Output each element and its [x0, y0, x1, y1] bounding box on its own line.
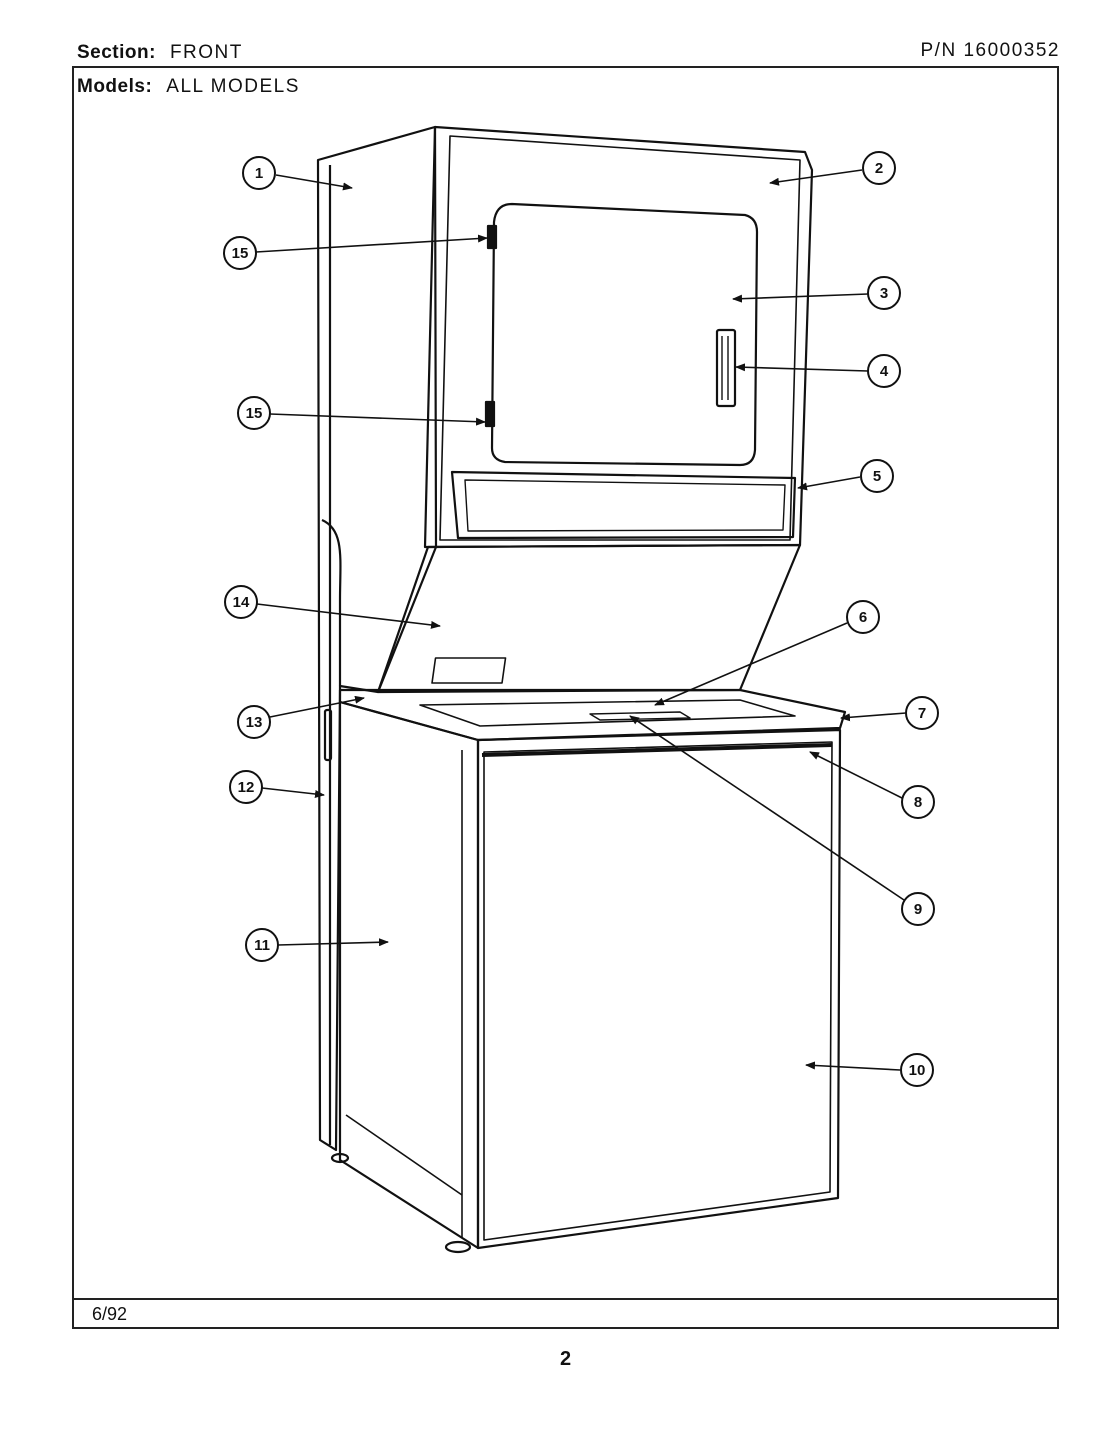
callout-label-3: 3	[880, 285, 888, 302]
callout-13: 13	[237, 695, 365, 739]
models-value: ALL MODELS	[166, 76, 300, 97]
models-label: Models:	[77, 76, 153, 97]
footer-rule	[72, 1298, 1059, 1300]
callout-label-15-upper: 15	[232, 245, 249, 262]
washer-base-edge	[345, 1114, 463, 1196]
washer-front-inner	[483, 741, 833, 1241]
callout-14: 14	[224, 585, 441, 629]
callout-15-lower: 15	[237, 396, 486, 430]
lid-recess	[589, 711, 691, 721]
section-label: Section:	[77, 42, 156, 63]
page-number: 2	[560, 1348, 572, 1370]
door-handle-grip	[721, 336, 729, 400]
door-hinge-upper	[486, 224, 498, 250]
callout-label-7: 7	[918, 705, 926, 722]
top-trim-strip	[481, 743, 833, 757]
dryer-front-inner	[439, 135, 801, 541]
callout-12: 12	[229, 770, 325, 804]
callout-label-5: 5	[873, 468, 881, 485]
callout-1: 1	[242, 156, 353, 191]
leveling-foot-front	[444, 1240, 472, 1254]
callout-label-4: 4	[880, 363, 889, 380]
callout-5: 5	[797, 459, 894, 493]
part-number: P/N 16000352	[920, 40, 1060, 61]
callout-4: 4	[735, 354, 901, 388]
callout-9: 9	[629, 715, 935, 926]
section-value: FRONT	[169, 42, 243, 63]
callout-label-12: 12	[238, 779, 255, 796]
cabinet-side-bulge	[321, 518, 342, 686]
washer-lid	[419, 699, 796, 727]
callout-label-14: 14	[233, 594, 250, 611]
callout-label-6: 6	[859, 609, 867, 626]
leveling-foot-rear	[330, 1152, 350, 1164]
door-handle	[715, 328, 737, 408]
callout-label-15-lower: 15	[246, 405, 263, 422]
callout-7: 7	[840, 696, 939, 730]
callout-6: 6	[654, 600, 880, 706]
dryer-front-panel	[423, 125, 814, 549]
dryer-door	[490, 202, 759, 467]
revision-date: 6/92	[92, 1304, 128, 1324]
callout-label-11: 11	[254, 937, 270, 954]
washer-front-panel	[476, 728, 842, 1250]
callout-label-2: 2	[875, 160, 883, 177]
callout-15-upper: 15	[223, 234, 488, 270]
section-line: Section: FRONT	[77, 42, 243, 64]
callout-label-10: 10	[909, 1062, 926, 1079]
callout-2: 2	[769, 151, 896, 186]
washer-side-panel	[338, 700, 480, 1250]
cabinet-side-panel	[316, 125, 438, 1152]
side-trim	[323, 708, 333, 762]
control-panel	[450, 470, 797, 540]
callouts: 1 2 3 4 5 6 7	[223, 151, 939, 1087]
callout-label-1: 1	[255, 165, 263, 182]
diagram-frame	[72, 66, 1059, 1329]
control-panel-inner	[464, 479, 786, 532]
callout-label-8: 8	[914, 794, 922, 811]
callout-11: 11	[245, 928, 389, 962]
callout-10: 10	[805, 1053, 934, 1087]
callout-label-9: 9	[914, 901, 922, 918]
callout-8: 8	[809, 751, 935, 819]
service-label	[431, 657, 507, 684]
door-hinge-lower	[484, 400, 496, 428]
models-line: Models: ALL MODELS	[77, 76, 300, 98]
callout-3: 3	[732, 276, 901, 310]
callout-label-13: 13	[246, 714, 263, 731]
appliance-outline	[316, 125, 847, 1254]
